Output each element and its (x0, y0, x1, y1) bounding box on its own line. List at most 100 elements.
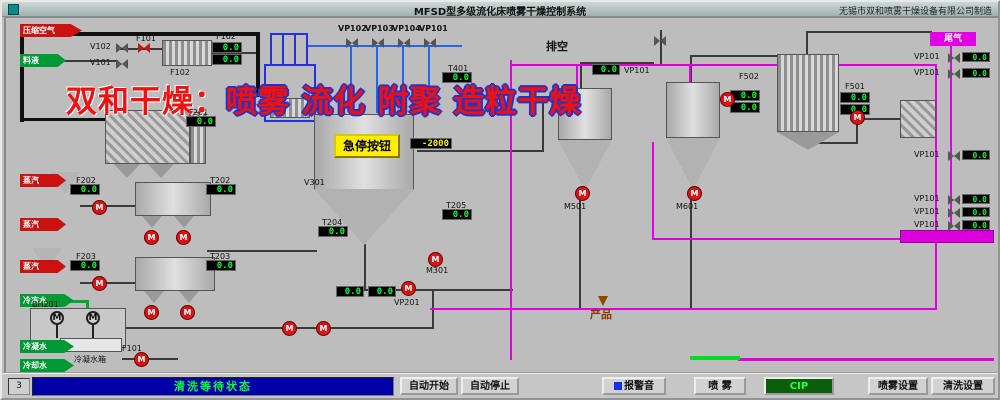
motor-valve-icon[interactable]: M (687, 186, 702, 201)
flow-tag: 料液 (20, 54, 66, 67)
device-label: T204 (322, 218, 343, 227)
pipe-segment (256, 32, 260, 96)
motor-valve-icon[interactable]: M (316, 321, 331, 336)
device-label: T202 (210, 176, 231, 185)
app-icon (8, 4, 19, 15)
device-label: VP103 (365, 24, 394, 33)
mute-alarm-button[interactable]: 报警音 (602, 377, 666, 395)
pipe-segment (148, 358, 178, 360)
clean-settings-button[interactable]: 清洗设置 (931, 377, 995, 395)
device-label: VP201 (394, 298, 420, 307)
fluid-bed-1-cone (174, 216, 194, 228)
cip-button[interactable]: CIP (764, 377, 834, 395)
pipe-segment (402, 45, 404, 113)
pipe-segment (80, 282, 136, 284)
pipe-segment (806, 31, 932, 33)
pipe-segment (690, 198, 692, 309)
motor-valve-icon[interactable]: M (180, 305, 195, 320)
motor-valve-icon[interactable]: M (282, 321, 297, 336)
pipe-segment (376, 45, 378, 113)
pipe-segment (20, 32, 260, 36)
motor-valve-icon[interactable]: M (144, 230, 159, 245)
valve-icon (424, 38, 436, 48)
flow-tag: 蒸汽 (20, 218, 66, 231)
motor-valve-icon[interactable]: M (401, 281, 416, 296)
value-display: 0.0 (336, 286, 364, 297)
value-display: 0.0 (70, 184, 100, 195)
pipe-segment (576, 64, 578, 88)
pipe-segment (428, 45, 430, 113)
pipe-segment (935, 64, 937, 310)
spray-settings-button[interactable]: 喷雾设置 (868, 377, 928, 395)
motor-valve-icon[interactable]: M (144, 305, 159, 320)
device-label: T203 (210, 252, 231, 261)
fluid-bed-2 (135, 257, 215, 291)
motor-valve-icon[interactable]: M (575, 186, 590, 201)
device-label: 产品 (590, 308, 612, 321)
fluid-bed-1-cone (142, 216, 162, 228)
motor-valve-icon[interactable]: M (428, 252, 443, 267)
valve-icon (346, 38, 358, 48)
pipe-segment (306, 34, 308, 65)
air-filter-frame (264, 64, 316, 122)
fluid-bed-2-cone (144, 291, 164, 303)
pipe-segment (580, 64, 582, 90)
pipe-segment (856, 120, 858, 144)
device-label: VP101 (914, 220, 940, 229)
device-label: F501 (845, 82, 865, 91)
valve-icon (948, 151, 960, 161)
agitator-shaft (56, 322, 58, 338)
spray-button[interactable]: 喷 雾 (694, 377, 746, 395)
device-label: M501 (564, 202, 587, 211)
device-label: V101 (90, 58, 111, 67)
motor-valve-icon[interactable]: M (720, 92, 735, 107)
value-display: 0.0 (730, 102, 760, 113)
value-display: 0.0 (442, 72, 472, 83)
valve-icon (116, 59, 128, 69)
value-display: 0.0 (318, 226, 348, 237)
value-display: 0.0 (186, 116, 216, 127)
cyclone-2-cone (666, 138, 720, 190)
emergency-stop-button[interactable]: 急停按钮 (334, 134, 400, 158)
product-arrow-icon (598, 296, 608, 306)
pipe-segment (122, 358, 136, 360)
value-display: 0.0 (962, 207, 990, 217)
pipe-segment (652, 142, 654, 240)
motor-valve-icon[interactable]: M (134, 352, 149, 367)
counter-box: 3 (8, 378, 30, 395)
device-label: T205 (446, 201, 467, 210)
pipe-segment (20, 118, 108, 121)
value-display: 0.0 (212, 54, 242, 65)
valve-icon (654, 36, 666, 46)
auto-start-button[interactable]: 自动开始 (400, 377, 458, 395)
motor-valve-icon[interactable]: M (92, 200, 107, 215)
valve-icon (372, 38, 384, 48)
air-heater (162, 40, 212, 66)
device-label: VP102 (338, 24, 367, 33)
device-label: M301 (426, 266, 449, 275)
flow-tag: 冷却水 (20, 359, 74, 372)
bag-filter-cone (777, 132, 839, 150)
pipe-segment (542, 98, 544, 152)
pipe-segment (270, 33, 308, 35)
motor-valve-icon[interactable]: M (176, 230, 191, 245)
cyclone-1-cone (558, 140, 612, 190)
motor-valve-icon[interactable]: M (850, 110, 865, 125)
pipe-segment (738, 358, 994, 361)
pipe-segment (270, 34, 272, 65)
pipe-segment (580, 62, 654, 64)
flow-tag: 冷凝水 (20, 340, 74, 353)
value-display: 0.0 (962, 194, 990, 204)
auto-stop-button[interactable]: 自动停止 (461, 377, 519, 395)
pipe-segment (320, 45, 462, 47)
watermark-brand: 双和干燥： (66, 84, 226, 120)
value-display: 0.0 (212, 42, 242, 53)
motor-valve-icon[interactable]: M (92, 276, 107, 291)
pipe-segment (510, 60, 512, 360)
valve-icon (398, 38, 410, 48)
speaker-icon (614, 381, 622, 390)
pipe-segment (282, 34, 284, 65)
value-display: 0.0 (206, 184, 236, 195)
